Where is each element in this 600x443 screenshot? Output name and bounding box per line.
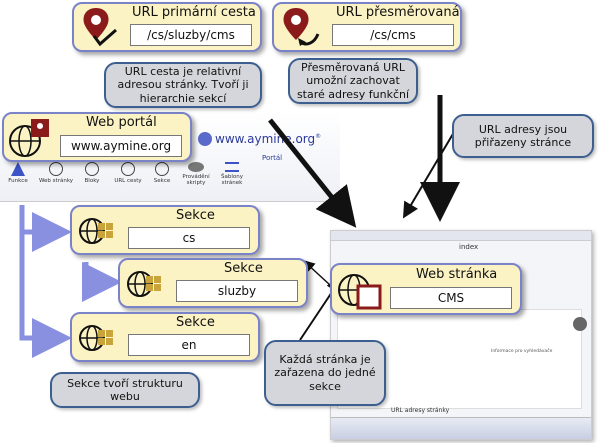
field-url-presmerovana: /cs/cms [332,24,454,46]
nav-label: Funkce [8,178,28,184]
webshot-toolbar [331,231,591,241]
portal-logo-sup: ® [315,133,322,140]
box-url-presmerovana: URL přesměrovaná /cs/cms [272,2,462,52]
section-grid-icon [79,218,113,244]
box-title: Web stránka [416,267,498,282]
box-title: Sekce [176,315,215,330]
webshot-bottom-bar [331,417,591,439]
nav-sablony[interactable]: Šablony stránek [214,162,250,186]
portal-logo-text: www.aymine.org [215,132,316,146]
field-sekce-sluzby: sluzby [176,280,298,302]
box-title: Sekce [224,261,263,276]
nav-bloky[interactable]: Bloky [74,162,110,184]
nav-sekce[interactable]: Sekce [144,162,180,184]
nav-label: Web stránky [38,178,74,184]
field-sekce-cs: cs [128,227,250,249]
web-page-screenshot: index Informace pro vyhledávače URL adre… [330,230,592,440]
hier-arrow-cs [19,205,72,252]
webshot-footer-label: URL adresy stránky [391,407,450,414]
callout-prirazeny: URL adresy jsou přiřazeny stránce [452,114,594,158]
box-title: URL přesměrovaná [336,5,460,20]
box-web-stranka: Web stránka CMS [330,263,522,315]
box-title: URL primární cesta [132,5,256,20]
callout-relativni: URL cesta je relativní adresou stránky. … [104,62,262,108]
webshot-scroll-icon[interactable] [573,317,587,331]
arrow-web-stranka [302,259,331,286]
url-redirect-icon [283,8,320,46]
nav-url-cesty[interactable]: URL cesty [110,162,146,184]
nav-skripty[interactable]: Provádění skripty [178,162,214,186]
box-title: Web portál [86,115,157,130]
section-grid-icon [79,325,113,351]
callout-stare-adresy: Přesměrovaná URL umožní zachovat staré a… [288,58,418,104]
nav-label: Provádění skripty [182,174,210,186]
web-portal-icon [9,119,49,157]
portal-subtitle: Portál [262,154,283,162]
nav-label: Šablony stránek [221,174,243,186]
webshot-section-label: Informace pro vyhledávače [491,349,553,354]
box-title: Sekce [176,208,215,223]
web-pages-icon [49,162,63,176]
url-paths-icon [121,162,135,176]
php-icon [188,162,204,172]
webshot-header: index [459,243,479,251]
box-sekce-sluzby: Sekce sluzby [118,258,308,308]
blocks-icon [85,162,99,176]
nav-funkce[interactable]: Funkce [0,162,36,184]
field-web-stranka: CMS [390,287,512,309]
templates-icon [225,162,239,172]
box-web-portal: Web portál www.aymine.org [2,112,192,162]
globe-icon [198,132,212,146]
url-location-icon [83,8,117,47]
hier-arrow-en [19,232,72,358]
web-page-icon [338,274,382,310]
field-url-primarni: /cs/sluzby/cms [130,24,252,46]
sections-icon [155,162,169,176]
callout-zarazena: Každá stránka je zařazena do jedné sekce [264,340,386,406]
box-sekce-cs: Sekce cs [70,205,260,255]
hier-arrow-sluzby [82,262,122,302]
nav-web-stranky[interactable]: Web stránky [38,162,74,184]
nav-label: Bloky [84,178,100,184]
section-grid-icon [127,271,161,297]
nav-label: Sekce [153,178,171,184]
funkce-icon [11,162,25,176]
box-url-primarni: URL primární cesta /cs/sluzby/cms [72,2,262,52]
field-web-portal: www.aymine.org [60,135,182,157]
callout-struktura: Sekce tvoří strukturu webu [50,372,200,408]
field-sekce-en: en [128,334,250,356]
box-sekce-en: Sekce en [70,312,260,362]
portal-logo: www.aymine.org® [215,132,321,146]
nav-label: URL cesty [114,178,142,184]
